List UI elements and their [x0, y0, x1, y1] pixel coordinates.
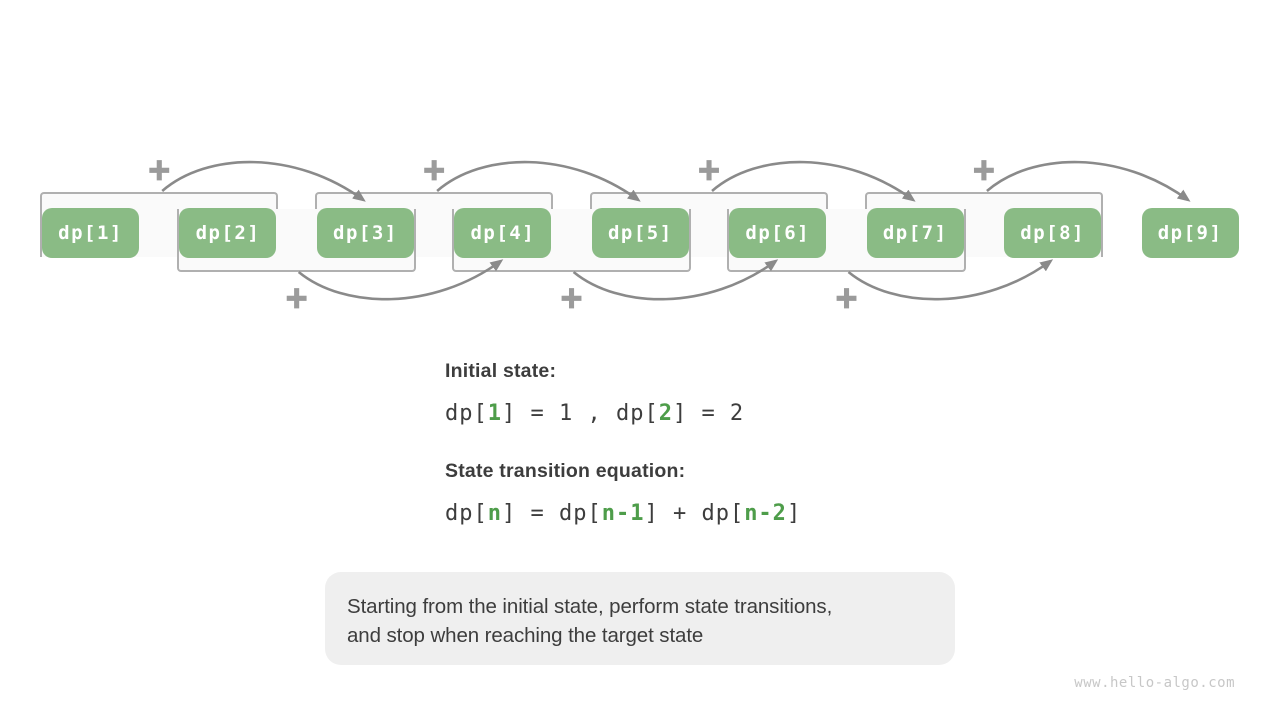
initial-state-equation: dp[1] = 1 , dp[2] = 2 — [445, 401, 744, 426]
dp-box: dp[5] — [591, 208, 689, 258]
plus-icon: + — [833, 280, 859, 315]
equation-segment: dp[ — [445, 401, 488, 426]
equation-segment: ] = 1 , dp[ — [502, 401, 659, 426]
note-box: Starting from the initial state, perform… — [325, 572, 955, 665]
transition-heading: State transition equation: — [445, 460, 686, 482]
watermark: www.hello-algo.com — [1074, 675, 1235, 691]
dp-box: dp[8] — [1004, 208, 1102, 258]
equation-segment: n-1 — [601, 501, 645, 526]
dp-box: dp[3] — [316, 208, 414, 258]
initial-state-heading: Initial state: — [445, 360, 557, 382]
equation-segment: ] + dp[ — [644, 501, 745, 526]
equation-segment: dp[ — [445, 501, 488, 526]
transition-equation: dp[n] = dp[n-1] + dp[n-2] — [445, 501, 801, 526]
plus-icon: + — [284, 280, 310, 315]
equation-segment: n — [487, 501, 502, 526]
dp-box: dp[6] — [729, 208, 827, 258]
dp-box: dp[7] — [866, 208, 964, 258]
note-line: and stop when reaching the target state — [347, 624, 704, 647]
equation-segment: ] = 2 — [672, 401, 745, 426]
equation-segment: ] = dp[ — [502, 501, 602, 526]
note-line: Starting from the initial state, perform… — [347, 595, 833, 618]
equation-segment: ] — [786, 501, 802, 526]
equation-segment: n-2 — [744, 501, 787, 526]
dp-box: dp[4] — [454, 208, 552, 258]
equation-segment: 1 — [487, 401, 502, 426]
plus-icon: + — [696, 152, 722, 187]
plus-icon: + — [146, 152, 172, 187]
equation-segment: 2 — [658, 401, 673, 426]
dp-box: dp[9] — [1141, 208, 1239, 258]
dp-box: dp[2] — [179, 208, 277, 258]
dp-box: dp[1] — [42, 208, 139, 258]
plus-icon: + — [971, 152, 997, 187]
plus-icon: + — [559, 280, 585, 315]
plus-icon: + — [421, 152, 447, 187]
